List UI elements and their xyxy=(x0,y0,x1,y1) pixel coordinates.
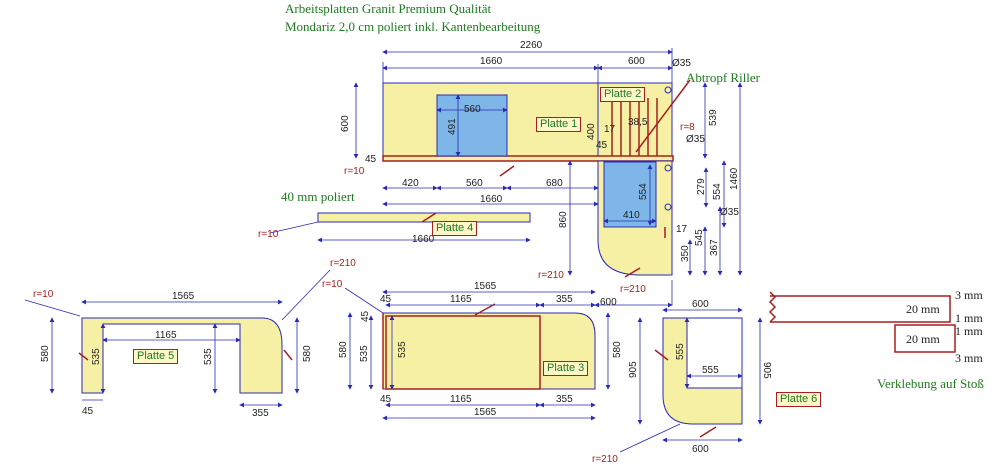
p6-555v: 555 xyxy=(675,343,686,360)
dim-d35c: Ø35 xyxy=(720,207,739,218)
dim-sink-h: 491 xyxy=(447,118,458,135)
platte-6-label: Platte 6 xyxy=(776,392,822,407)
platte-3 xyxy=(344,280,673,421)
p3-r10: r=10 xyxy=(322,279,343,290)
p5-45: 45 xyxy=(82,406,94,417)
platte-4 xyxy=(269,212,531,243)
front-strip xyxy=(382,155,674,162)
p3-580l: 580 xyxy=(338,341,349,358)
dim-410: 410 xyxy=(623,210,640,221)
tap-hole-3 xyxy=(664,203,672,211)
p6-905r: 905 xyxy=(761,362,772,379)
p3-45l: 45 xyxy=(360,310,371,322)
abtropf-riller-note: Abtropf Riller xyxy=(686,70,761,85)
main-plan xyxy=(382,79,691,278)
dim-b1660: 1660 xyxy=(480,194,503,205)
dim-45a: 45 xyxy=(596,140,608,151)
p6-905l: 905 xyxy=(628,361,639,378)
thickness-1b: 1 mm xyxy=(955,324,983,338)
title-line-1: Arbeitsplatten Granit Premium Qualität xyxy=(285,1,492,16)
dim-680: 680 xyxy=(546,178,563,189)
dim-545: 545 xyxy=(694,229,705,246)
dim-d35a: Ø35 xyxy=(672,58,691,69)
p5-355: 355 xyxy=(252,408,269,419)
dim-left-600: 600 xyxy=(340,115,351,132)
thickness-1a: 1 mm xyxy=(955,311,983,325)
p5-535l: 535 xyxy=(91,348,102,365)
p5-r10: r=10 xyxy=(33,289,54,300)
platte-3-label: Platte 3 xyxy=(543,361,589,376)
dim-38-5: 38,5 xyxy=(628,117,648,128)
dim-sink-w: 560 xyxy=(464,104,481,115)
edge-polish-note: 40 mm poliert xyxy=(281,189,355,204)
p5-580l: 580 xyxy=(40,345,51,362)
p4-r10: r=10 xyxy=(258,229,279,240)
dim-400: 400 xyxy=(586,123,597,140)
tap-hole-2 xyxy=(664,164,672,172)
dim-r210b: r=210 xyxy=(620,284,646,295)
thickness-20b: 20 mm xyxy=(906,332,940,346)
dim-r10a: r=10 xyxy=(344,166,365,177)
p3-600: 600 xyxy=(600,297,617,308)
dim-350: 350 xyxy=(680,245,691,262)
thickness-3a: 3 mm xyxy=(955,288,983,302)
tap-hole-1 xyxy=(664,86,672,94)
p5-r210: r=210 xyxy=(330,258,356,269)
p3-45a: 45 xyxy=(380,294,392,305)
dim-554b: 554 xyxy=(638,183,649,200)
dim-d35b: Ø35 xyxy=(686,134,705,145)
dim-17b: 17 xyxy=(676,224,688,235)
sink-cutout-right xyxy=(603,161,657,228)
platte-1-label: Platte 1 xyxy=(536,117,582,132)
platte-2-label: Platte 2 xyxy=(600,87,646,102)
p3-45b: 45 xyxy=(380,394,392,405)
p3-1165: 1165 xyxy=(450,294,472,305)
p6-600b: 600 xyxy=(692,444,709,455)
p3-355b: 355 xyxy=(556,394,573,405)
p6-r210: r=210 xyxy=(592,454,618,465)
p6-600t: 600 xyxy=(692,299,709,310)
p5-580r: 580 xyxy=(302,345,313,362)
edge-profile xyxy=(768,291,956,353)
dim-r8: r=8 xyxy=(680,122,695,133)
p4-1660: 1660 xyxy=(412,234,435,245)
title-line-2: Mondariz 2,0 cm poliert inkl. Kantenbear… xyxy=(285,19,541,34)
thickness-3b: 3 mm xyxy=(955,351,983,365)
dim-1660: 1660 xyxy=(480,56,503,67)
dim-420: 420 xyxy=(402,178,419,189)
thickness-20a: 20 mm xyxy=(906,302,940,316)
p3-355: 355 xyxy=(556,294,573,305)
platte-4-label: Platte 4 xyxy=(432,221,478,236)
p3-1165b: 1165 xyxy=(450,394,472,405)
drain-ribs xyxy=(611,98,658,156)
dim-554a: 554 xyxy=(712,183,723,200)
platte-5-label: Platte 5 xyxy=(133,349,179,364)
p3-580r: 580 xyxy=(612,341,623,358)
dim-r210a: r=210 xyxy=(538,270,564,281)
p3-1565b: 1565 xyxy=(474,407,497,418)
dim-539: 539 xyxy=(708,109,719,126)
dim-17a: 17 xyxy=(604,124,616,135)
dim-367: 367 xyxy=(709,239,720,256)
dim-600: 600 xyxy=(628,56,645,67)
sink-cutout xyxy=(436,94,508,157)
p5-1565: 1565 xyxy=(172,291,195,302)
p3-535b: 535 xyxy=(397,341,408,358)
p3-535a: 535 xyxy=(359,345,370,362)
dim-2260: 2260 xyxy=(520,40,543,51)
dim-45b: 45 xyxy=(365,154,377,165)
dim-860: 860 xyxy=(558,211,569,228)
bonding-note: Verklebung auf Stoß xyxy=(877,376,984,391)
dim-279: 279 xyxy=(696,178,707,195)
p5-1165: 1165 xyxy=(155,330,177,341)
dimension-texts: 2260 1660 600 Ø35 600 560 491 400 17 38,… xyxy=(33,40,983,465)
p3-1565: 1565 xyxy=(474,281,497,292)
dim-560: 560 xyxy=(466,178,483,189)
platte-6 xyxy=(619,307,763,453)
dim-1460: 1460 xyxy=(729,167,740,190)
p5-535r: 535 xyxy=(203,348,214,365)
p6-555h: 555 xyxy=(702,365,719,376)
platte-5 xyxy=(24,269,331,408)
